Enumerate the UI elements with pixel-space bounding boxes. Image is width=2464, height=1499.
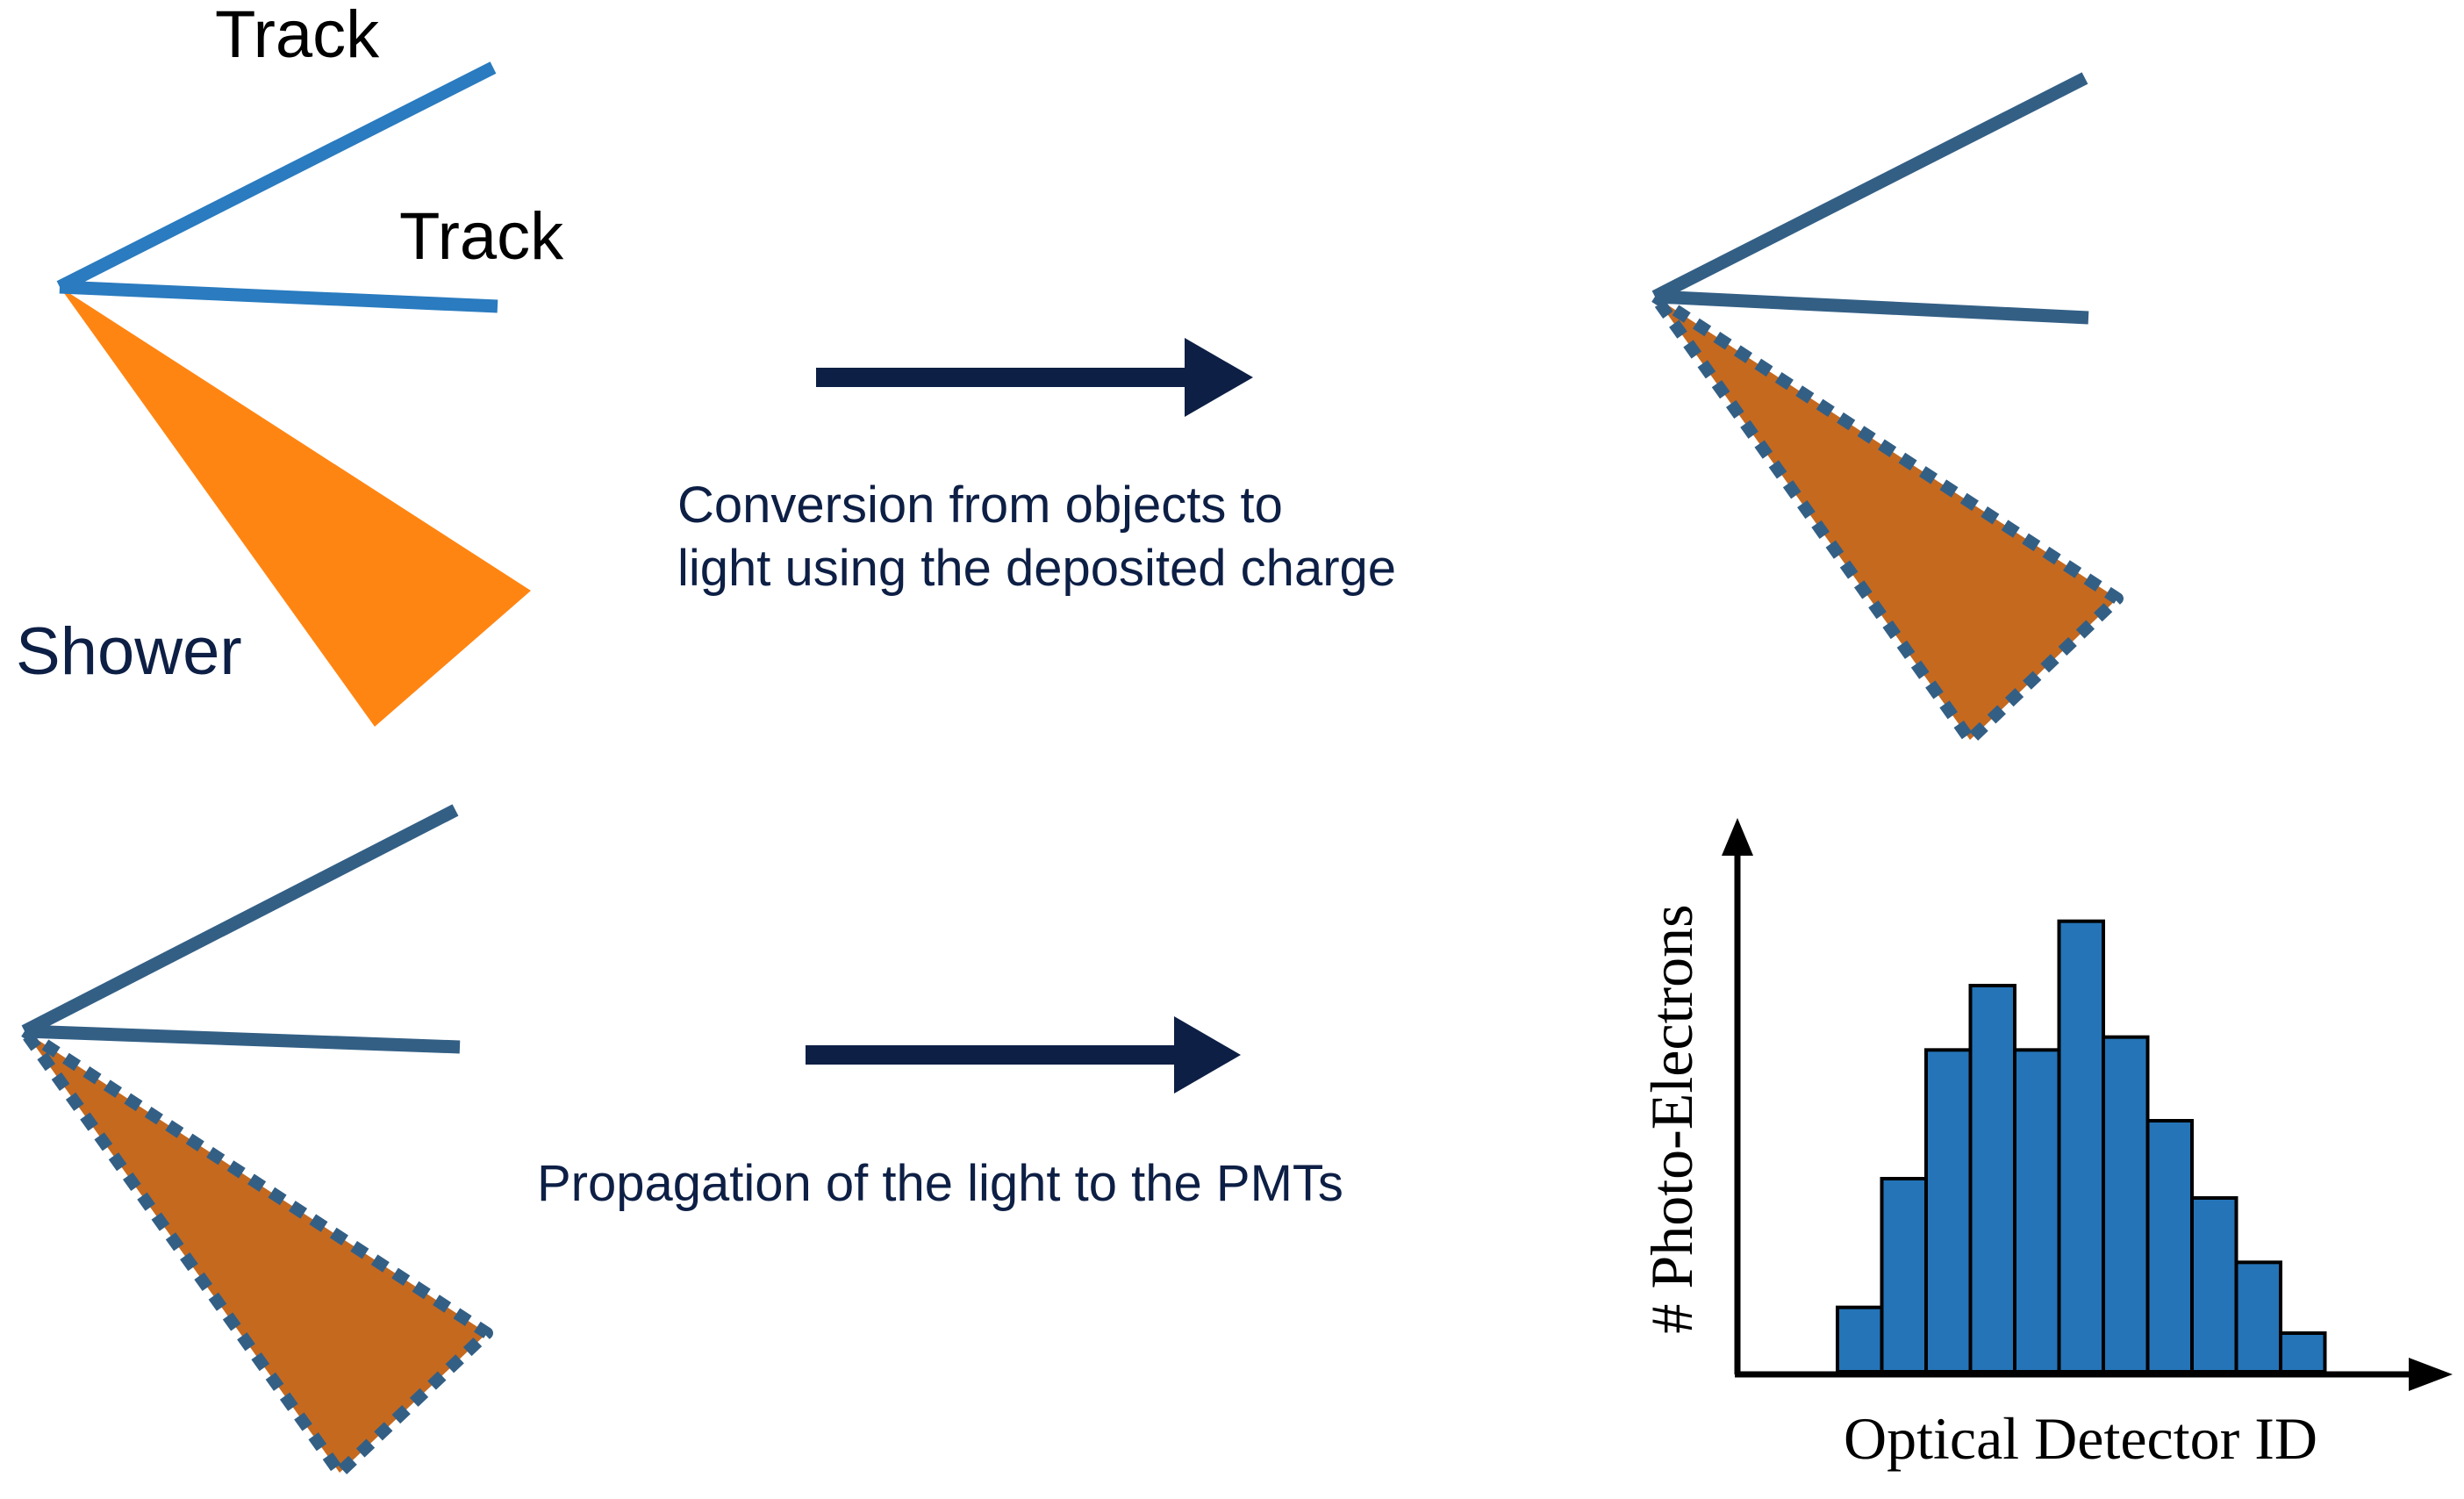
panel-light [1649,72,2124,746]
histogram-bar [1836,1305,1884,1373]
arrow-head-propagation [1174,1016,1241,1094]
x-axis-arrowhead [2409,1358,2453,1391]
panel-propagation [18,804,493,1479]
histogram-bar [2013,1048,2061,1374]
propagation-caption: Propagation of the light to the PMTs [537,1155,1343,1212]
propagation-step: Propagation of the light to the PMTs [537,1016,1343,1212]
histogram-bars [1836,919,2327,1374]
propagation-shower-cone [18,1025,493,1479]
histogram-bar [2279,1331,2327,1373]
shower-cone [60,287,531,727]
histogram-bar [1924,1048,1973,1374]
histogram-bar [2145,1119,2194,1373]
histogram-bar [1968,984,2016,1373]
track-upper-line [56,61,497,293]
histogram-bar [2102,1035,2150,1373]
track-upper-label: Track [215,0,380,72]
histogram-bar [1880,1177,1928,1373]
conversion-caption-line2: light using the deposited charge [677,540,1396,597]
histogram-bar [2057,919,2105,1373]
y-axis-label: # Photo-Electrons [1638,904,1705,1333]
propagation-track-lower-line [24,1024,461,1054]
arrow-head-conversion [1185,338,1253,417]
conversion-step: Conversion from objects to light using t… [677,338,1396,597]
photo-electron-histogram: Optical Detector ID # Photo-Electrons [1638,818,2453,1472]
track-lower-line [59,280,498,313]
histogram-bar [2190,1196,2238,1373]
propagation-track-upper-line [21,804,459,1037]
light-track-lower-line [1654,290,2089,325]
light-shower-cone [1649,290,2124,746]
panel-objects: Track Track Shower [16,0,564,727]
y-axis-arrowhead [1722,818,1753,856]
histogram-bar [2234,1260,2282,1374]
conversion-caption-line1: Conversion from objects to [677,477,1283,534]
shower-label: Shower [16,614,242,689]
light-track-upper-line [1651,72,2088,303]
x-axis-label: Optical Detector ID [1844,1405,2317,1472]
track-lower-label: Track [399,199,564,274]
